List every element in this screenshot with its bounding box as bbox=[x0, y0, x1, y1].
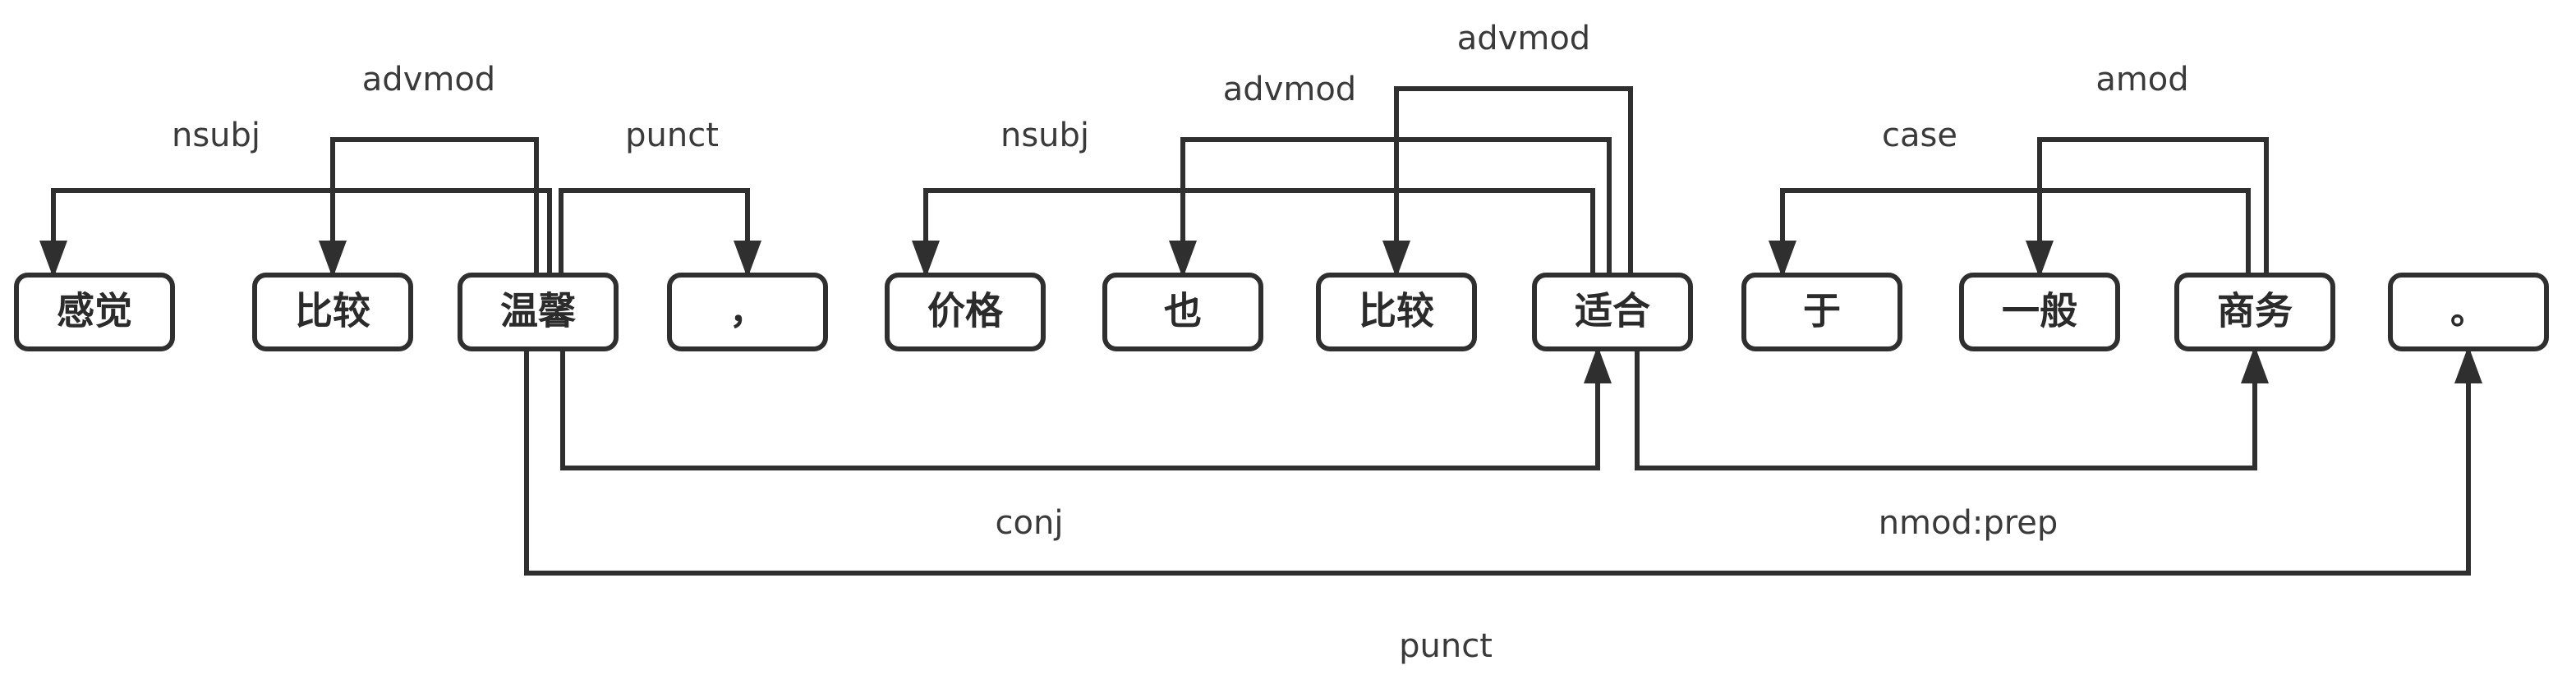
dependency-arc[interactable] bbox=[912, 188, 1595, 278]
arrow-head-down-icon bbox=[2026, 241, 2054, 278]
token-box-rect bbox=[2388, 273, 2549, 351]
arc-layer-below bbox=[524, 346, 2482, 576]
dependency-arc[interactable] bbox=[524, 346, 2482, 576]
dependency-arc[interactable] bbox=[39, 188, 552, 278]
token-text: 商务 bbox=[2217, 289, 2293, 333]
arc-label-nsubj: nsubj bbox=[1000, 117, 1089, 154]
arrow-head-down-icon bbox=[734, 241, 761, 278]
token-text: 感觉 bbox=[57, 289, 132, 333]
arrow-head-down-icon bbox=[39, 241, 67, 278]
token-text: 比较 bbox=[295, 289, 370, 333]
arrow-head-down-icon bbox=[912, 241, 940, 278]
token-box[interactable]: 感觉 bbox=[14, 273, 175, 351]
arrow-head-down-icon bbox=[1769, 241, 1796, 278]
arc-label-advmod: advmod bbox=[1457, 20, 1590, 57]
arc-layer-above bbox=[39, 86, 2269, 278]
token-text: 价格 bbox=[927, 289, 1004, 333]
dependency-arc[interactable] bbox=[319, 137, 539, 278]
token-box-rect bbox=[1316, 273, 1477, 351]
token-text: 温馨 bbox=[500, 289, 577, 333]
arc-label-amod: amod bbox=[2095, 61, 2188, 99]
token-box-rect bbox=[14, 273, 175, 351]
token-box[interactable]: 商务 bbox=[2174, 273, 2335, 351]
arc-path bbox=[330, 137, 539, 275]
arrow-head-down-icon bbox=[319, 241, 347, 278]
token-text: 。 bbox=[2450, 291, 2486, 333]
token-text: 适合 bbox=[1575, 289, 1650, 333]
dependency-arc[interactable] bbox=[2026, 137, 2269, 278]
arc-path bbox=[559, 188, 750, 275]
arc-label-layer: nsubj advmod punct nsubj advmod advmod case amo… bbox=[172, 20, 2189, 665]
dependency-arc[interactable] bbox=[560, 346, 1612, 470]
token-box[interactable]: 适合 bbox=[1532, 273, 1693, 351]
arc-path bbox=[2037, 137, 2269, 275]
arc-label-punct: punct bbox=[1399, 627, 1493, 665]
token-box[interactable]: 比较 bbox=[252, 273, 413, 351]
token-box-rect bbox=[458, 273, 619, 351]
arc-label-nsubj: nsubj bbox=[172, 117, 260, 154]
arc-path bbox=[524, 349, 2471, 576]
token-text: 于 bbox=[1803, 289, 1841, 333]
token-box[interactable]: 温馨 bbox=[458, 273, 619, 351]
token-text: ， bbox=[729, 291, 766, 333]
arc-label-conj: conj bbox=[996, 504, 1064, 542]
token-box-rect bbox=[252, 273, 413, 351]
arc-label-nmod-prep: nmod:prep bbox=[1879, 504, 2058, 542]
arc-path bbox=[923, 188, 1595, 275]
arc-path bbox=[1394, 86, 1633, 275]
token-box-rect bbox=[1741, 273, 1902, 351]
arc-label-case: case bbox=[1882, 117, 1957, 154]
token-box-rect bbox=[885, 273, 1046, 351]
arc-label-advmod: advmod bbox=[362, 61, 495, 99]
arrow-head-down-icon bbox=[1169, 241, 1197, 278]
arc-label-advmod: advmod bbox=[1223, 71, 1356, 108]
arc-path bbox=[1780, 188, 2251, 275]
token-box[interactable]: 于 bbox=[1741, 273, 1902, 351]
token-box[interactable]: 价格 bbox=[885, 273, 1046, 351]
dependency-arc[interactable] bbox=[1382, 86, 1633, 278]
dependency-arc[interactable] bbox=[1769, 188, 2251, 278]
token-box[interactable]: 也 bbox=[1102, 273, 1263, 351]
arc-label-punct: punct bbox=[625, 117, 719, 154]
arrow-head-down-icon bbox=[1382, 241, 1410, 278]
token-text: 比较 bbox=[1359, 289, 1434, 333]
token-box-rect bbox=[1959, 273, 2120, 351]
arc-path bbox=[51, 188, 552, 275]
dependency-arc[interactable] bbox=[559, 188, 761, 278]
token-text: 一般 bbox=[2002, 289, 2077, 333]
arrow-head-up-icon bbox=[1584, 346, 1612, 383]
token-box[interactable]: 比较 bbox=[1316, 273, 1477, 351]
token-box[interactable]: 一般 bbox=[1959, 273, 2120, 351]
token-box-rect bbox=[1102, 273, 1263, 351]
token-text: 也 bbox=[1164, 289, 1202, 333]
token-box-rect bbox=[2174, 273, 2335, 351]
arrow-head-up-icon bbox=[2241, 346, 2269, 383]
arc-path bbox=[1635, 349, 2257, 470]
dependency-arc[interactable] bbox=[1635, 346, 2269, 470]
token-box-rect bbox=[667, 273, 828, 351]
token-box-rect bbox=[1532, 273, 1693, 351]
arrow-head-up-icon bbox=[2454, 346, 2482, 383]
token-box[interactable]: 。 bbox=[2388, 273, 2549, 351]
arc-path bbox=[560, 349, 1600, 470]
token-layer: 感觉 比较 温馨 ， 价格 也 比较 适合 于 一般 商务 。 bbox=[14, 273, 2549, 351]
token-box[interactable]: ， bbox=[667, 273, 828, 351]
